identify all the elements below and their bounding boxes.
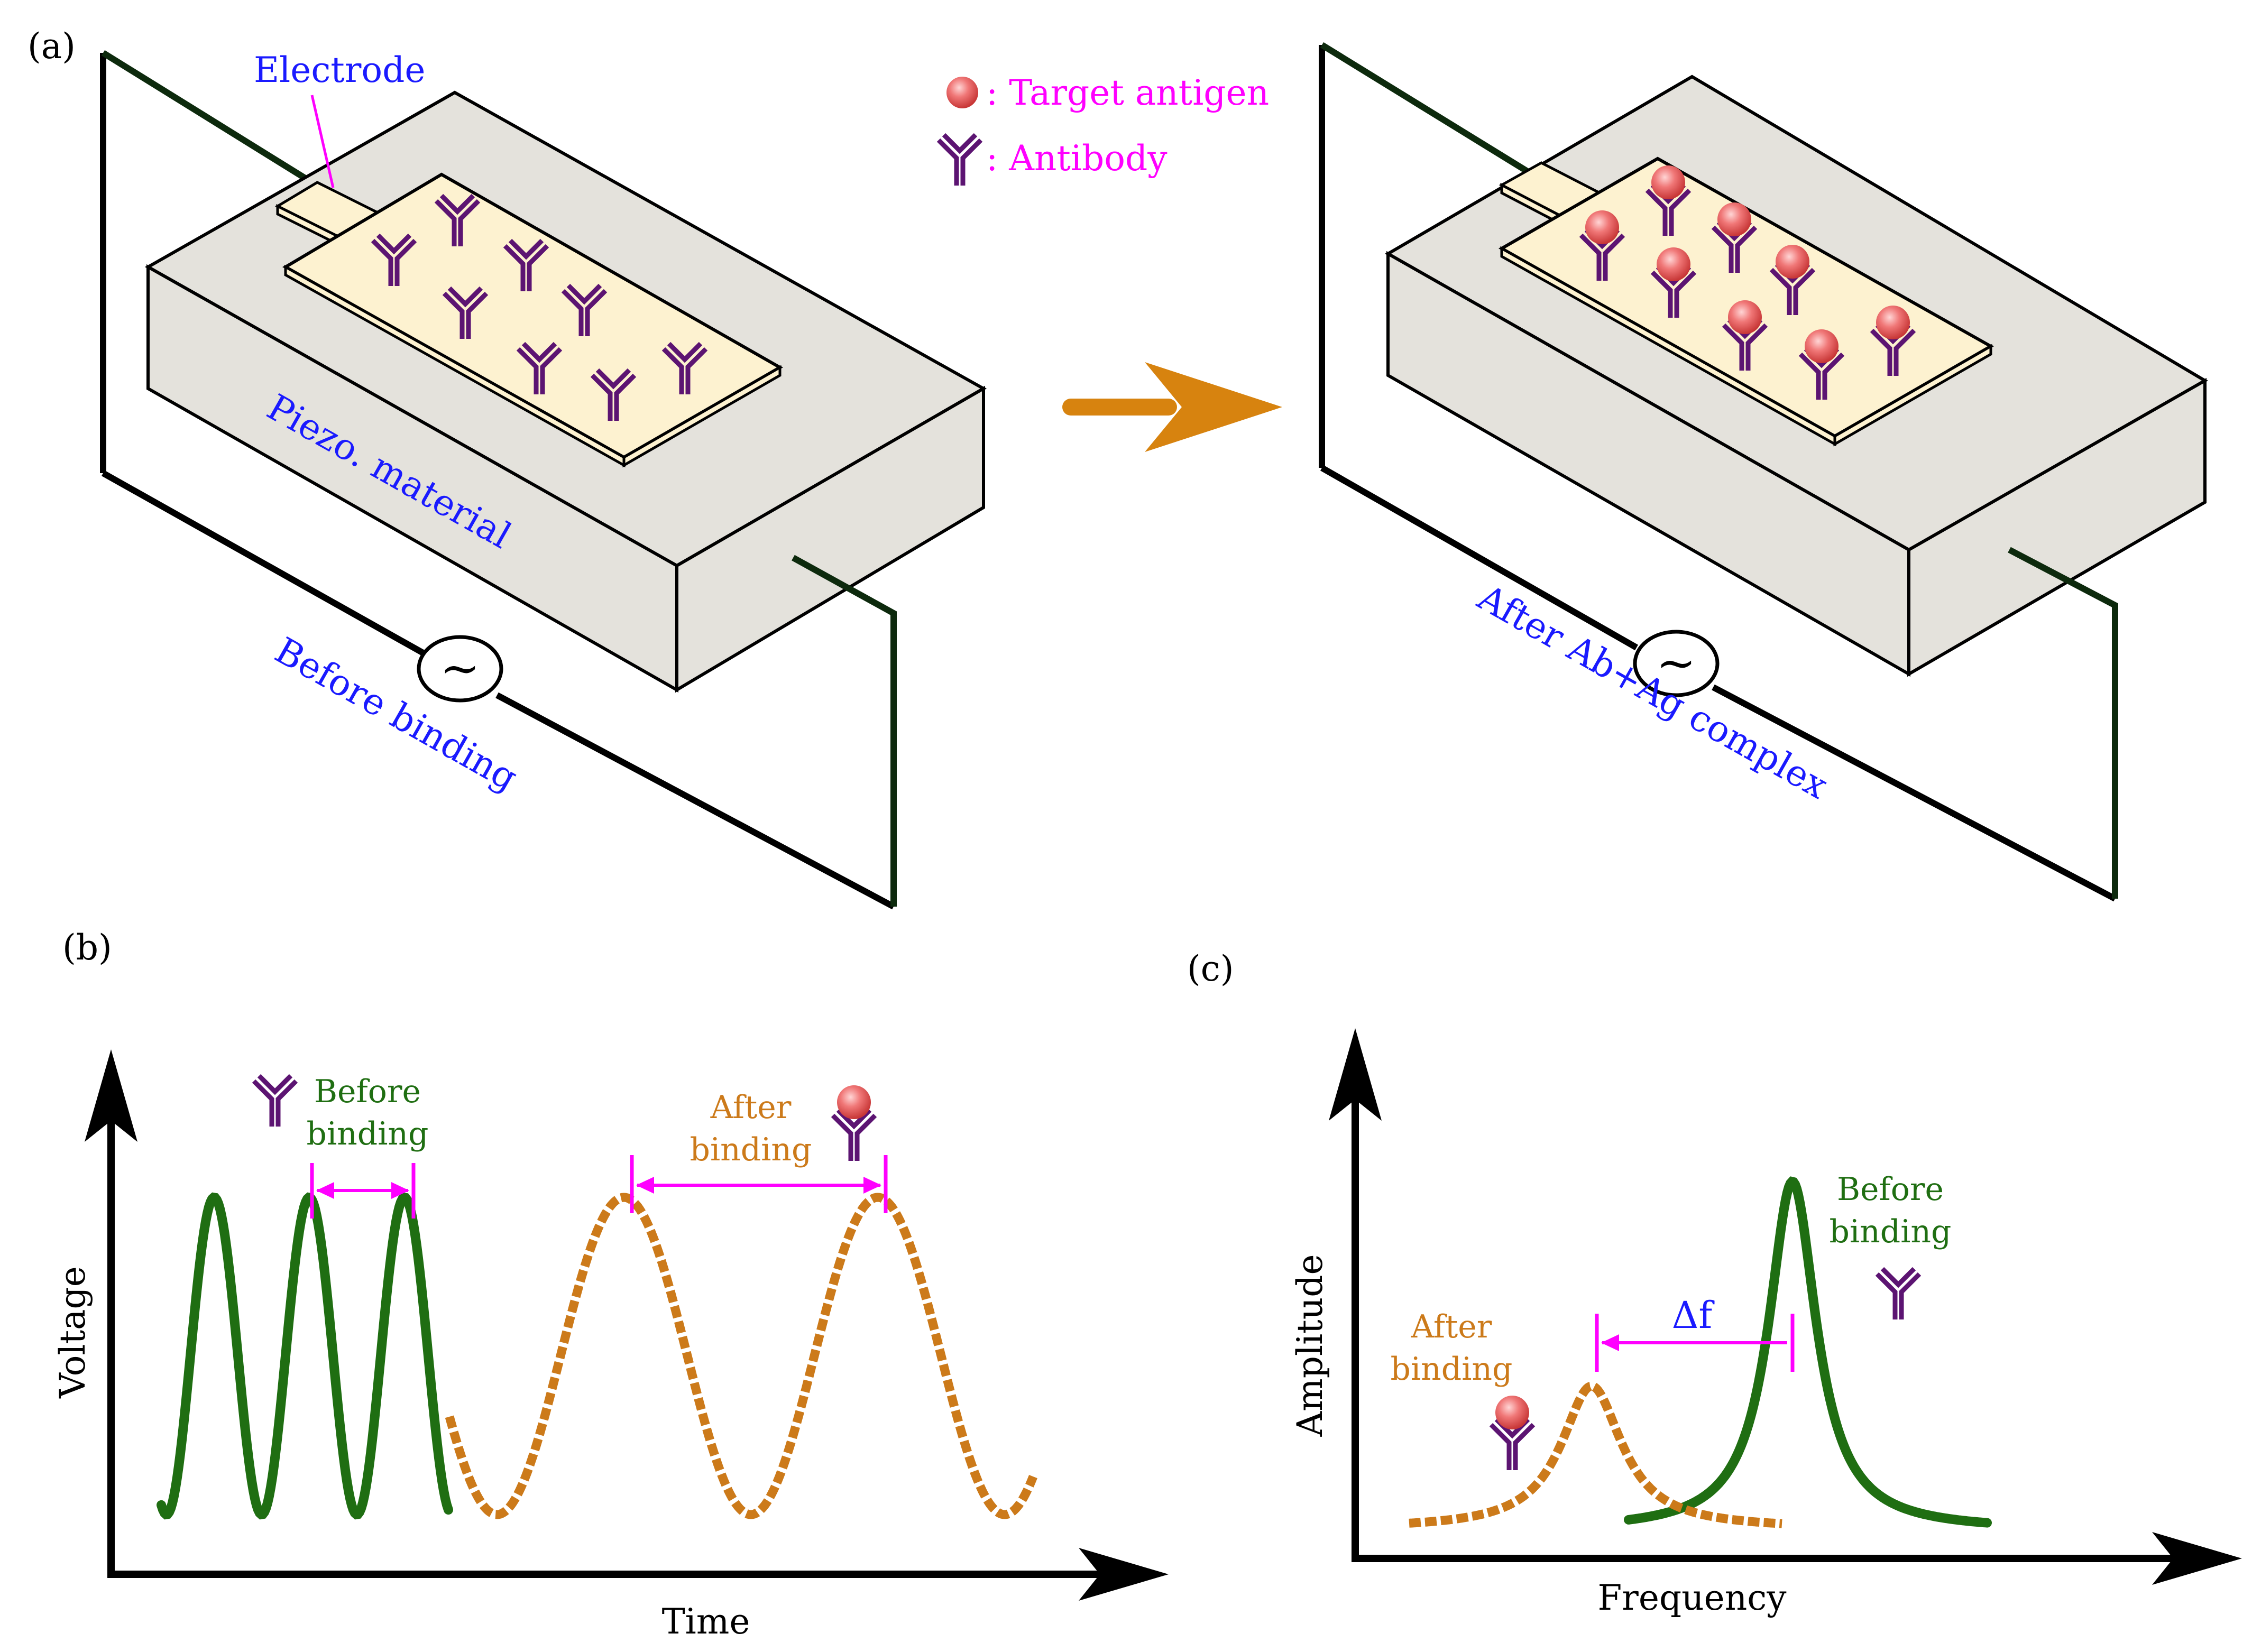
antibody-icon (254, 1076, 296, 1127)
complex (1581, 210, 1623, 281)
panel-label-a: (a) (27, 26, 76, 67)
svg-text:~: ~ (440, 641, 480, 696)
wire-bottom-right-2 (1712, 684, 2117, 902)
antigen-icon (1776, 245, 1809, 279)
x-arrowhead-b (1079, 1548, 1169, 1601)
wire-right (792, 555, 897, 907)
complex (1800, 329, 1843, 400)
c-after-line1: After (1411, 1308, 1492, 1345)
b-before-line1: Before (314, 1073, 421, 1110)
panel-c-plot: Frequency Amplitude Δf Before binding Af… (1290, 1028, 2242, 1618)
sensor-before: ~ Electrode Piezo. material Before bindi… (100, 50, 987, 910)
frequency-shift-marker (1595, 1314, 1795, 1372)
piezo-side-face (675, 385, 985, 693)
delta-f-label: Δf (1672, 1294, 1715, 1337)
wire-electrode-left (101, 50, 314, 186)
before-binding-wave (157, 1192, 453, 1520)
antigen-icon (1717, 202, 1751, 236)
antigen-icon (1728, 300, 1762, 334)
before-period-marker (310, 1163, 416, 1219)
after-binding-wave (445, 1193, 1037, 1519)
wire-right-2 (2008, 547, 2118, 899)
ac-source-before: ~ (417, 635, 503, 703)
y-label-c: Amplitude (1290, 1254, 1330, 1437)
before-binding-peak (1624, 1176, 1992, 1528)
antigen-icon (1805, 329, 1839, 363)
c-before-line1: Before (1837, 1171, 1944, 1208)
c-before-line2: binding (1830, 1213, 1952, 1250)
antigen-icon (1657, 247, 1690, 281)
sensor-after: ~ After Ab+Ag complex (1319, 42, 2208, 902)
complex (1771, 245, 1814, 315)
legend-antibody-label: : Antibody (986, 138, 1168, 179)
transition-arrow (1062, 362, 1282, 452)
svg-text:~: ~ (1656, 635, 1696, 691)
piezo-side-face-2 (1907, 377, 2207, 677)
x-label-c: Frequency (1598, 1577, 1787, 1618)
y-arrowhead-b (85, 1049, 137, 1142)
y-label-b: Voltage (52, 1266, 93, 1399)
antibody-icon (939, 135, 981, 186)
complex (1647, 165, 1689, 236)
antigen-icon (1876, 306, 1910, 339)
after-caption: After Ab+Ag complex (1470, 577, 1835, 808)
legend: : Target antigen : Antibody (939, 72, 1269, 186)
wire-bottom-left (102, 470, 425, 656)
antigen-icon (1651, 165, 1685, 199)
antigen-icon (946, 77, 978, 108)
antigen-icon (1495, 1396, 1529, 1429)
x-label-b: Time (662, 1601, 750, 1642)
complex (1713, 202, 1755, 273)
panel-label-c: (c) (1187, 948, 1234, 989)
x-arrowhead-c (2152, 1532, 2242, 1585)
complex (1872, 306, 1914, 376)
after-period-marker (630, 1155, 888, 1213)
after-binding-peak (1409, 1381, 1782, 1528)
electrode-pointer (310, 95, 335, 188)
panel-label-b: (b) (62, 927, 112, 968)
panel-b-plot: Time Voltage Before binding After bindin… (52, 1049, 1169, 1642)
wire-electrode-right (1320, 42, 1530, 175)
electrode-label: Electrode (254, 50, 425, 90)
antigen-icon (837, 1085, 871, 1119)
b-before-line2: binding (307, 1115, 429, 1152)
legend-antigen-label: : Target antigen (986, 72, 1269, 113)
wire-bottom-left-2 (1320, 465, 1638, 651)
c-after-line2: binding (1391, 1351, 1513, 1388)
ac-source-after: ~ (1633, 630, 1720, 697)
b-after-line2: binding (690, 1131, 812, 1168)
complex (1652, 247, 1695, 318)
y-arrowhead-c (1329, 1028, 1382, 1121)
antigen-icon (1585, 210, 1619, 244)
b-after-line1: After (710, 1089, 792, 1126)
antibody-icon (1877, 1269, 1919, 1319)
complex (1724, 300, 1766, 371)
wire-bottom-right (495, 692, 895, 910)
antibody-antigen-complexes (1581, 165, 1914, 400)
